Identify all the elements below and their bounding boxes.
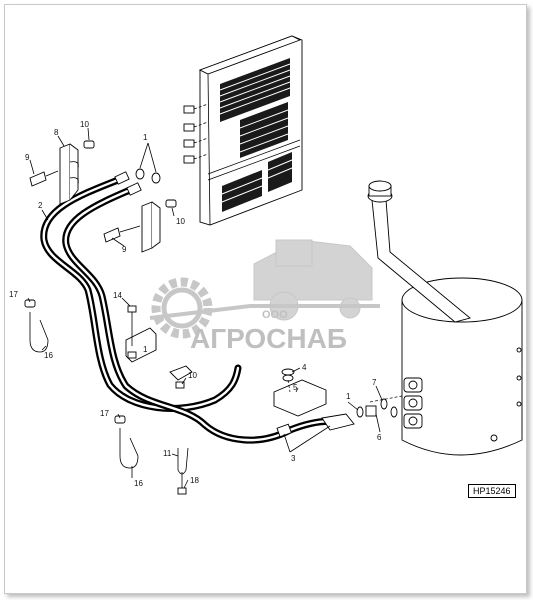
tank-fittings [356, 398, 398, 418]
oil-cooler [183, 35, 303, 226]
callout-10-low: 10 [188, 371, 197, 380]
lower-bracket [169, 365, 193, 389]
callout-labels: 1 1 1 2 3 4 5 6 7 8 9 9 10 10 10 11 14 1… [9, 120, 382, 488]
callout-9-mid: 9 [122, 245, 127, 254]
clamp-block-top [29, 140, 95, 205]
callout-1-mid: 1 [143, 345, 148, 354]
gear-logo-icon [151, 277, 213, 339]
callout-8: 8 [54, 128, 59, 137]
hose-assembly [40, 171, 355, 444]
callout-6: 6 [377, 433, 382, 442]
callout-3: 3 [291, 454, 296, 463]
callout-2: 2 [38, 201, 43, 210]
watermark-small-text: ООО [262, 309, 288, 321]
callout-9-top: 9 [25, 153, 30, 162]
callout-17-bottom: 17 [100, 409, 109, 418]
bracket [125, 305, 157, 363]
callout-11: 11 [163, 449, 172, 458]
adapter-block [273, 368, 327, 417]
callout-10-top: 10 [80, 120, 89, 129]
watermark-brand-text: АГРОСНАБ [190, 323, 347, 354]
figure-code-label: HP15246 [468, 484, 516, 498]
callout-16-bottom: 16 [134, 479, 143, 488]
callout-10-mid: 10 [176, 217, 185, 226]
callout-1-top: 1 [143, 133, 148, 142]
u-bolt-bottom [114, 415, 139, 469]
callout-14: 14 [113, 291, 122, 300]
u-bolt-top [24, 299, 49, 353]
callout-17-top: 17 [9, 290, 18, 299]
callout-7: 7 [372, 378, 377, 387]
top-fittings [135, 142, 161, 184]
clamp-block-mid [103, 199, 177, 253]
callout-5: 5 [293, 383, 298, 392]
watermark: ООО АГРОСНАБ [149, 239, 380, 354]
hose-clamp [177, 447, 189, 495]
leader-lines [27, 127, 383, 489]
hydraulic-tank [367, 180, 523, 456]
callout-18: 18 [190, 476, 199, 485]
callout-1-bottom: 1 [346, 392, 351, 401]
callout-4: 4 [302, 363, 307, 372]
callout-16-top: 16 [44, 351, 53, 360]
combine-harvester-icon [253, 239, 373, 321]
